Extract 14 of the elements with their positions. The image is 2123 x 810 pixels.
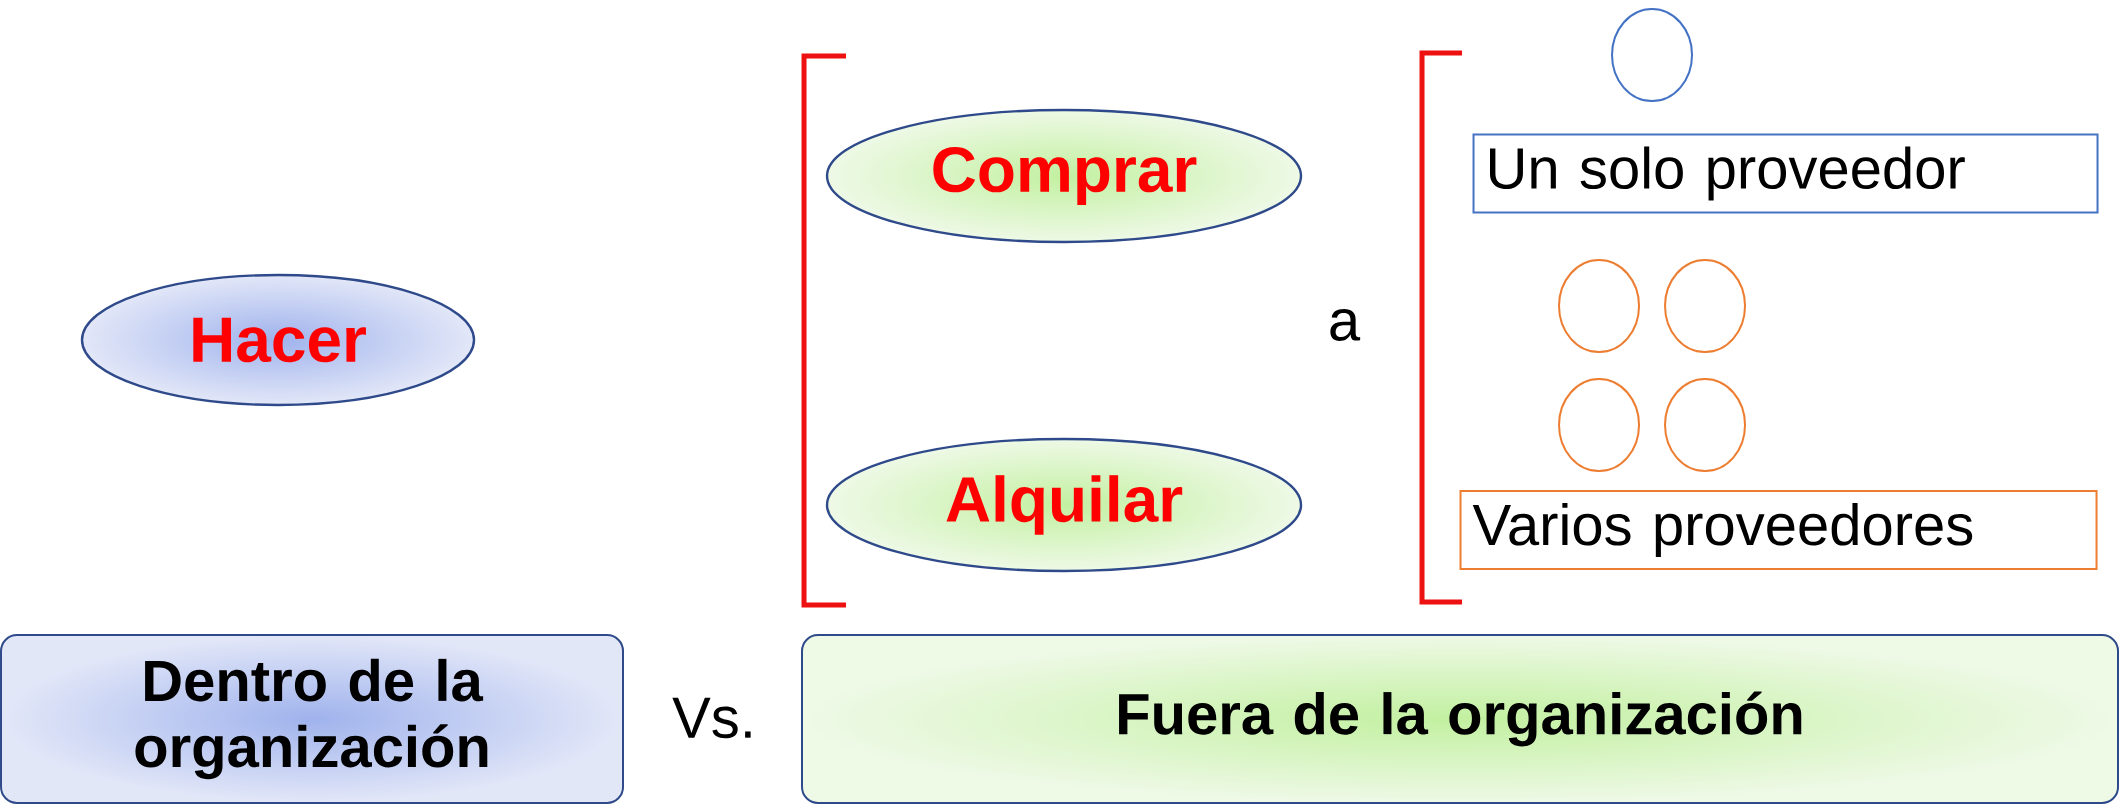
empty-circle: [1558, 259, 1640, 353]
empty-circle: [1558, 378, 1640, 472]
label-text: a: [1330, 309, 1361, 341]
ellipse-node: Comprar: [825, 108, 1303, 244]
empty-circle: [1611, 8, 1693, 102]
ellipse-node: Hacer: [80, 273, 476, 407]
label-text: Vs.: [672, 697, 751, 739]
rounded-box: Dentro de la organización: [0, 634, 624, 804]
text-box: Varios proveedores: [1459, 490, 2098, 571]
empty-circle: [1664, 378, 1746, 472]
empty-circle: [1664, 259, 1746, 353]
text-box: Un solo proveedor: [1472, 133, 2099, 214]
rounded-box: Fuera de la organización: [801, 634, 2120, 804]
ellipse-node: Alquilar: [825, 437, 1303, 573]
